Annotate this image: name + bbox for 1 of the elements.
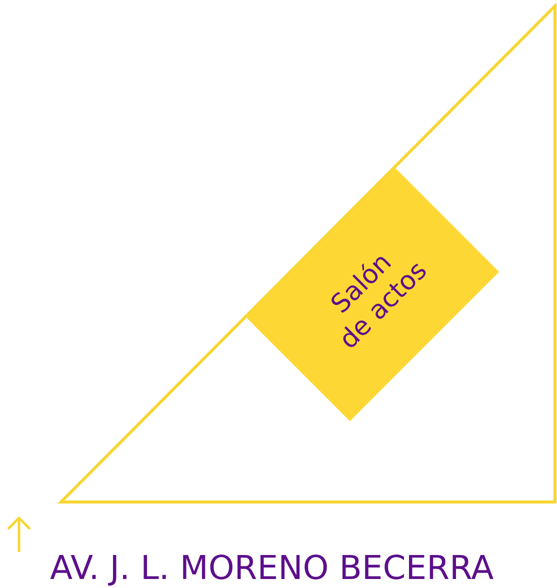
street-name: AV. J. L. MORENO BECERRA	[50, 549, 494, 587]
